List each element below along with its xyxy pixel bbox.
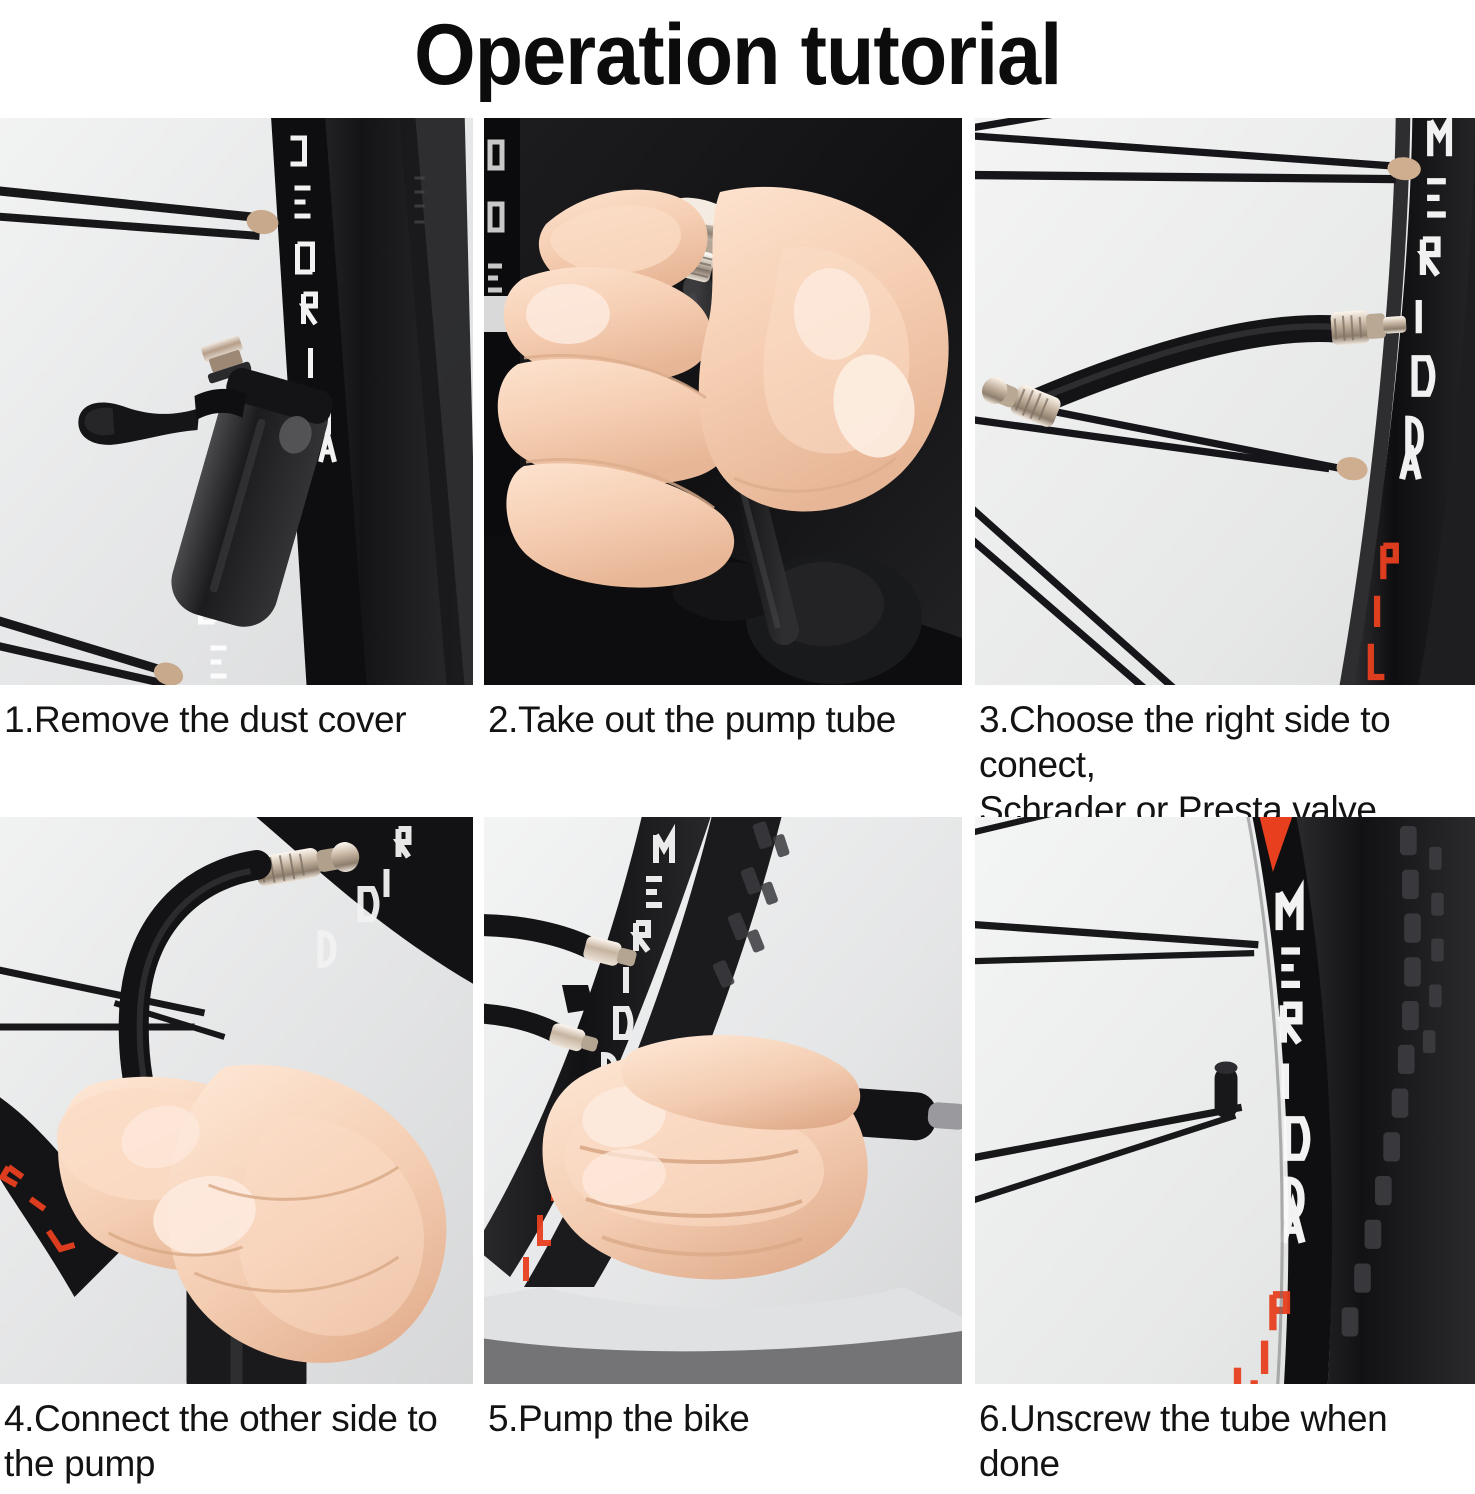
- step-photo-6: [975, 817, 1475, 1384]
- steps-grid: 1.Remove the dust cover: [0, 118, 1475, 1494]
- step-caption-5: 5.Pump the bike: [488, 1398, 750, 1439]
- page-title: Operation tutorial: [413, 7, 1062, 103]
- step-caption-block-3: 3.Choose the right side to conect, Schra…: [975, 685, 1475, 830]
- step-row-bottom: 4.Connect the other side to the pump: [0, 817, 1475, 1494]
- step-caption-block-2: 2.Take out the pump tube: [484, 685, 962, 795]
- step-caption-4: 4.Connect the other side to the pump: [4, 1398, 438, 1484]
- illustration-connect-other-side: [0, 817, 473, 1384]
- step-caption-6: 6.Unscrew the tube when done: [979, 1398, 1388, 1484]
- step-cell-2: 2.Take out the pump tube: [484, 118, 975, 795]
- step-cell-1: 1.Remove the dust cover: [0, 118, 484, 795]
- step-caption-block-4: 4.Connect the other side to the pump: [0, 1384, 473, 1494]
- step-row-top: 1.Remove the dust cover: [0, 118, 1475, 830]
- illustration-pump-the-bike: [484, 817, 962, 1384]
- step-photo-1: [0, 118, 473, 685]
- illustration-remove-dust-cover: [0, 118, 473, 685]
- step-photo-4: [0, 817, 473, 1384]
- illustration-choose-valve-side: [975, 118, 1475, 685]
- step-cell-6: 6.Unscrew the tube when done: [975, 817, 1475, 1494]
- step-caption-block-1: 1.Remove the dust cover: [0, 685, 473, 795]
- illustration-unscrew-tube: [975, 817, 1475, 1384]
- step-photo-2: [484, 118, 962, 685]
- step-caption-block-6: 6.Unscrew the tube when done: [975, 1384, 1475, 1494]
- step-cell-5: 5.Pump the bike: [484, 817, 975, 1494]
- illustration-take-out-pump-tube: [484, 118, 962, 685]
- step-caption-2: 2.Take out the pump tube: [488, 699, 896, 740]
- step-photo-3: [975, 118, 1475, 685]
- step-cell-4: 4.Connect the other side to the pump: [0, 817, 484, 1494]
- step-cell-3: 3.Choose the right side to conect, Schra…: [975, 118, 1475, 830]
- title-bar: Operation tutorial: [0, 0, 1475, 110]
- step-caption-3: 3.Choose the right side to conect, Schra…: [979, 699, 1391, 830]
- step-caption-block-5: 5.Pump the bike: [484, 1384, 962, 1494]
- step-photo-5: [484, 817, 962, 1384]
- step-caption-1: 1.Remove the dust cover: [4, 699, 407, 740]
